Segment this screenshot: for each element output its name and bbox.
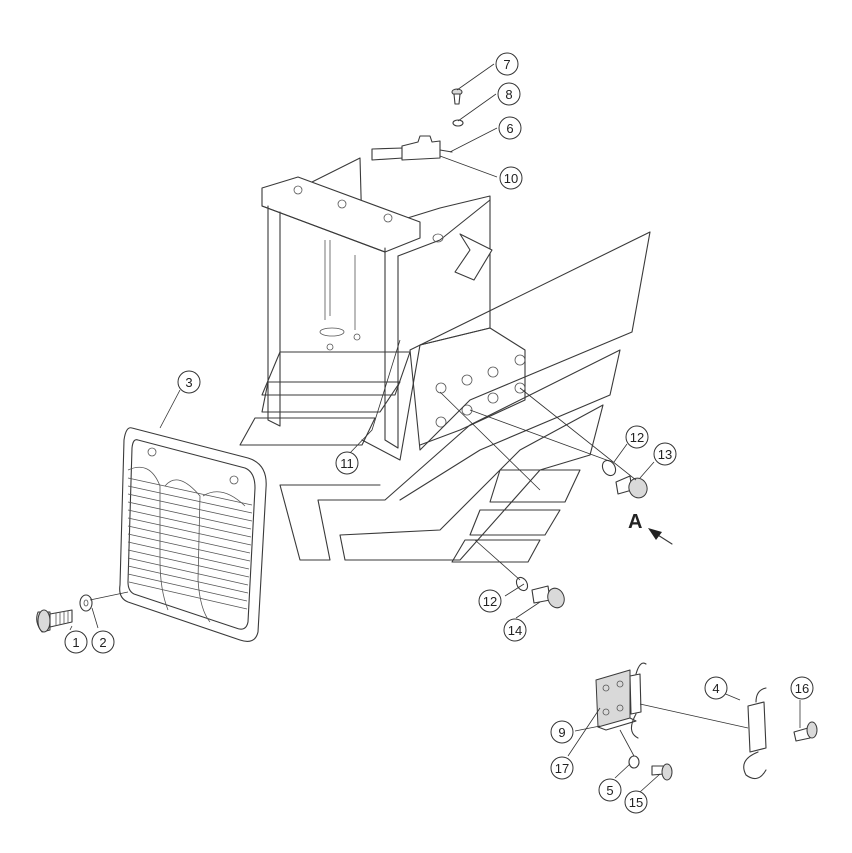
callout-12-lower: 12 xyxy=(478,589,502,613)
svg-text:10: 10 xyxy=(504,171,518,186)
view-a-label: A xyxy=(628,511,642,533)
callout-3: 3 xyxy=(177,370,201,394)
chevron-panels xyxy=(239,231,651,563)
svg-text:14: 14 xyxy=(508,623,522,638)
grille-part-3 xyxy=(119,427,267,642)
svg-text:16: 16 xyxy=(795,681,809,696)
hinge-plate-part-9 xyxy=(595,662,647,739)
view-a-marker: A xyxy=(628,511,673,545)
svg-text:5: 5 xyxy=(606,783,613,798)
svg-text:17: 17 xyxy=(555,761,569,776)
bolt-part-13 xyxy=(615,475,648,499)
washer-part-12-upper xyxy=(601,459,617,477)
callout-11: 11 xyxy=(335,451,359,475)
callout-13: 13 xyxy=(653,442,677,466)
svg-text:12: 12 xyxy=(630,430,644,445)
svg-text:13: 13 xyxy=(658,447,672,462)
callout-12-upper: 12 xyxy=(625,425,649,449)
callout-4: 4 xyxy=(704,676,728,700)
svg-text:3: 3 xyxy=(185,375,192,390)
screw-part-7 xyxy=(451,88,463,105)
leader-lines xyxy=(69,63,801,793)
callout-balloons: 7 8 6 10 3 11 12 13 12 14 1 2 4 16 9 17 … xyxy=(64,52,814,814)
callout-9: 9 xyxy=(550,720,574,744)
svg-text:1: 1 xyxy=(72,635,79,650)
callout-16: 16 xyxy=(790,676,814,700)
callout-6: 6 xyxy=(498,116,522,140)
callout-2: 2 xyxy=(91,630,115,654)
callout-1: 1 xyxy=(64,630,88,654)
callout-5: 5 xyxy=(598,778,622,802)
svg-text:7: 7 xyxy=(503,57,510,72)
bolt-part-1 xyxy=(36,609,73,633)
screw-part-16 xyxy=(793,721,818,742)
screw-part-15 xyxy=(651,763,673,781)
svg-text:11: 11 xyxy=(340,456,354,471)
svg-text:9: 9 xyxy=(558,725,565,740)
bolt-part-14 xyxy=(531,585,565,609)
callout-14: 14 xyxy=(503,618,527,642)
svg-text:12: 12 xyxy=(483,594,497,609)
washer-part-8 xyxy=(452,119,464,127)
svg-text:2: 2 xyxy=(99,635,106,650)
callout-8: 8 xyxy=(497,82,521,106)
callout-17: 17 xyxy=(550,756,574,780)
svg-text:8: 8 xyxy=(505,87,512,102)
callout-10: 10 xyxy=(499,166,523,190)
view-a-arrow-icon xyxy=(648,528,662,540)
svg-text:6: 6 xyxy=(506,121,513,136)
svg-text:4: 4 xyxy=(712,681,719,696)
washer-part-2 xyxy=(79,594,93,612)
washer-part-12-lower xyxy=(515,576,529,592)
callout-15: 15 xyxy=(624,790,648,814)
washer-part-5 xyxy=(628,755,640,769)
callout-7: 7 xyxy=(495,52,519,76)
svg-text:15: 15 xyxy=(629,795,643,810)
spring-part-4 xyxy=(743,687,767,780)
frame-bracket xyxy=(261,157,526,461)
latch-part-6 xyxy=(371,135,453,161)
